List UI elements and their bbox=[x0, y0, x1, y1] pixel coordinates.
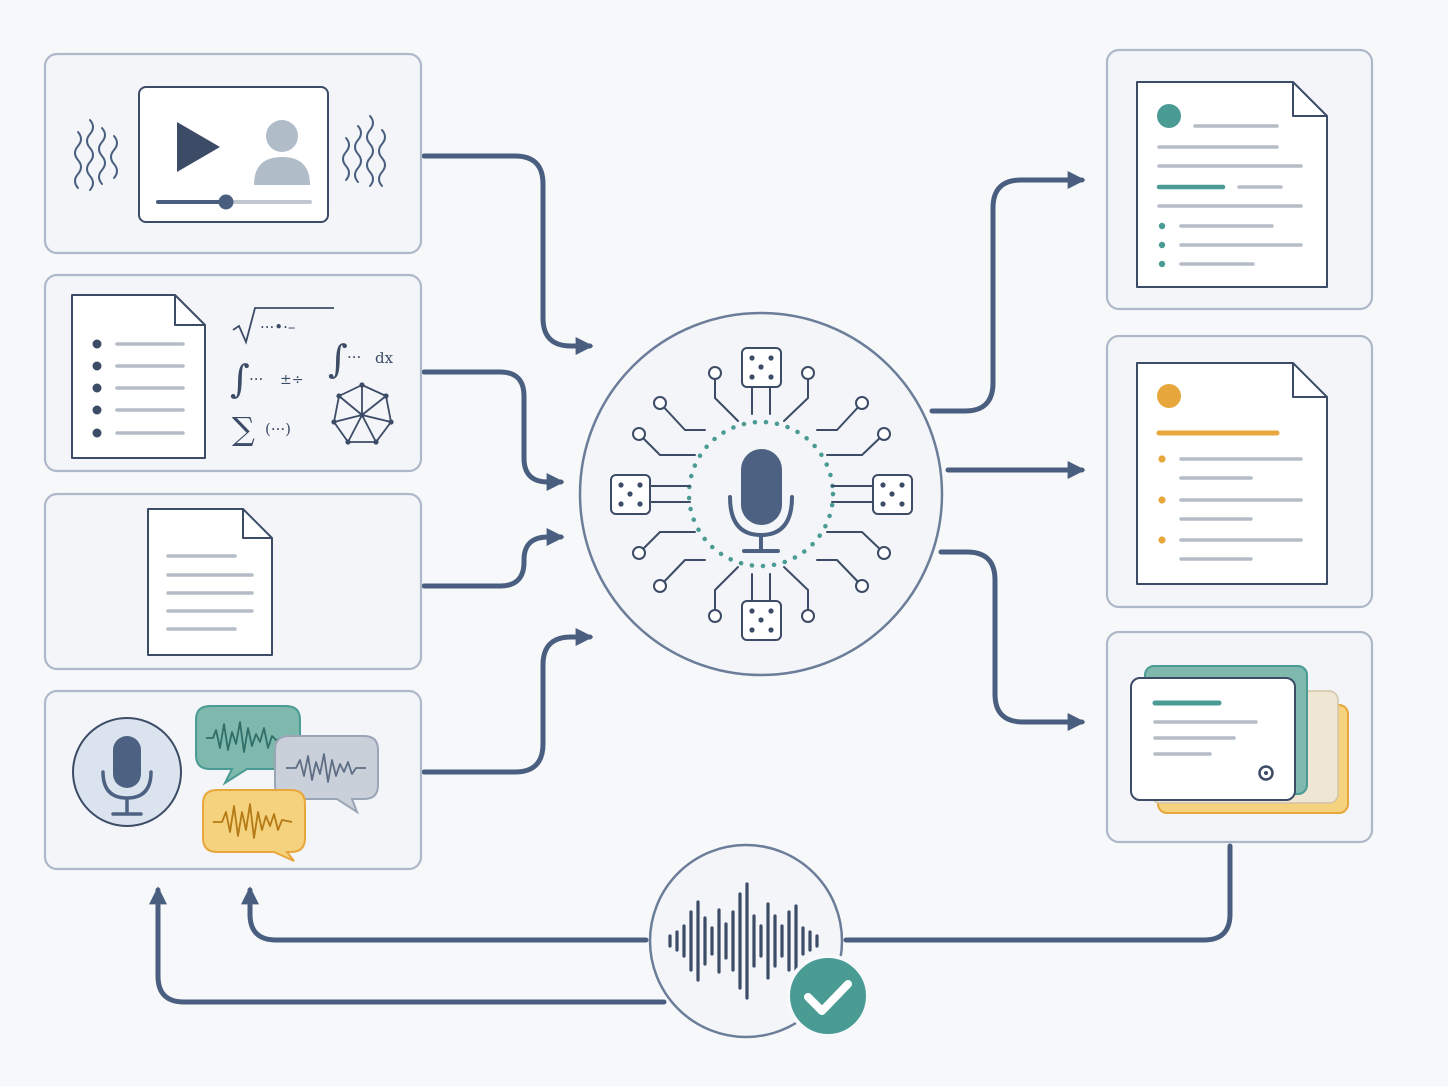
arrow-doc-math-to-hub bbox=[421, 369, 565, 491]
integral-dx-label: dx bbox=[375, 349, 394, 367]
input-panel-video bbox=[43, 52, 423, 255]
report-document-icon bbox=[1136, 81, 1328, 288]
video-player-icon bbox=[138, 86, 329, 223]
arrow-waveform-to-speech-left bbox=[149, 886, 667, 1005]
microphone-icon bbox=[72, 717, 182, 827]
fraction-content: ±÷ bbox=[280, 372, 303, 388]
waveform-icon bbox=[668, 882, 819, 1000]
integral-content: ··· bbox=[249, 370, 263, 388]
speech-bubble-yellow-icon bbox=[202, 789, 306, 862]
sqrt-content: ···•·– bbox=[260, 318, 295, 336]
dotted-ring bbox=[686, 419, 836, 569]
card-stack-icon bbox=[1130, 665, 1349, 814]
arrow-text-doc-to-hub bbox=[421, 528, 565, 589]
play-icon bbox=[177, 122, 220, 172]
progress-slider bbox=[156, 194, 312, 210]
arrow-waveform-to-speech-right bbox=[241, 886, 649, 943]
integral-dx-sign: ∫ bbox=[328, 337, 348, 381]
teal-dot-icon bbox=[1157, 104, 1181, 128]
squiggle-icon bbox=[74, 119, 118, 191]
output-panel-card-stack bbox=[1105, 630, 1374, 844]
sqrt-symbol bbox=[232, 307, 334, 345]
dice-icon bbox=[741, 347, 782, 388]
text-document-icon bbox=[147, 508, 273, 656]
feedback-waveform bbox=[648, 843, 870, 1039]
bulleted-document-icon bbox=[71, 294, 206, 459]
squiggle-icon bbox=[342, 115, 386, 187]
sum-content: (···) bbox=[265, 420, 291, 438]
arrow-hub-to-card-stack bbox=[938, 549, 1086, 731]
connector-arrows bbox=[149, 153, 1233, 1005]
dice-icon bbox=[872, 474, 913, 515]
arrow-cards-to-waveform bbox=[843, 843, 1233, 943]
math-formulas: ···•·– ∫ ··· ±÷ ∫ ··· dx ∑ (···) bbox=[230, 307, 394, 448]
microphone-icon bbox=[728, 449, 794, 553]
user-icon bbox=[254, 120, 310, 185]
check-icon bbox=[786, 954, 870, 1038]
arrow-speech-to-hub bbox=[421, 628, 594, 775]
output-panel-orange-report bbox=[1105, 334, 1374, 609]
central-hub bbox=[578, 311, 944, 677]
input-panel-text-document bbox=[43, 492, 423, 671]
integral-dx-content: ··· bbox=[347, 348, 361, 366]
circuit-node-icon bbox=[632, 366, 891, 623]
arrow-video-to-hub bbox=[421, 153, 594, 355]
dice-icon bbox=[610, 474, 651, 515]
integral-sign: ∫ bbox=[230, 357, 250, 401]
arrow-hub-to-teal-report bbox=[929, 171, 1086, 414]
report-document-icon bbox=[1136, 362, 1328, 585]
polyhedron-icon bbox=[331, 382, 394, 445]
dice-icon bbox=[741, 600, 782, 641]
input-panel-document-math: ···•·– ∫ ··· ±÷ ∫ ··· dx ∑ (···) bbox=[43, 273, 423, 473]
sum-sign: ∑ bbox=[232, 410, 255, 448]
input-panel-speech bbox=[43, 689, 423, 871]
record-dot-icon bbox=[1258, 765, 1274, 781]
output-panel-teal-report bbox=[1105, 48, 1374, 311]
orange-dot-icon bbox=[1157, 384, 1181, 408]
